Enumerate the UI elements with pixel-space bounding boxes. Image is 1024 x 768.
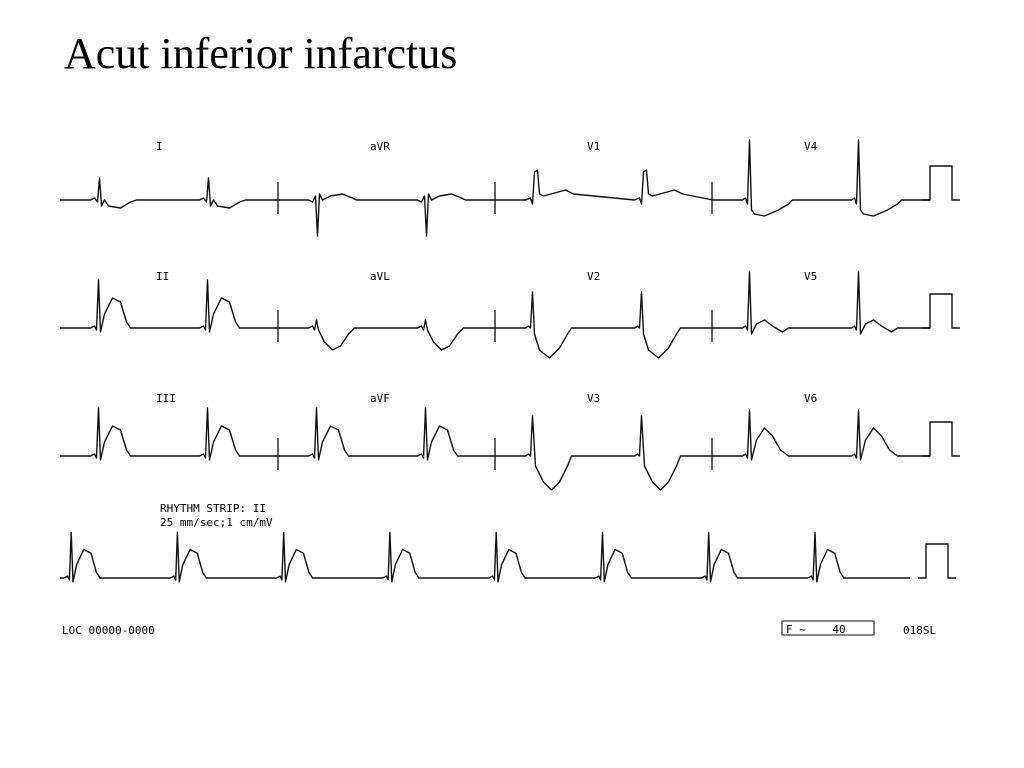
lead-trace-v2 (495, 291, 713, 359)
lead-label-v5: V5 (804, 270, 817, 283)
lead-trace-v4 (712, 139, 930, 217)
calibration-pulse-row-2 (922, 293, 960, 329)
lead-label-v6: V6 (804, 392, 817, 405)
ecg-traces (60, 139, 960, 583)
lead-label-avf: aVF (370, 392, 390, 405)
lead-label-iii: III (156, 392, 176, 405)
footer-filter-box (781, 620, 875, 636)
rhythm-strip-trace (60, 531, 910, 583)
lead-trace-avl (278, 319, 496, 351)
lead-trace-avf (278, 407, 496, 461)
lead-trace-v3 (495, 415, 713, 491)
lead-trace-avr (278, 193, 496, 237)
speed-calibration-text: 25 mm/sec;1 cm/mV (160, 516, 273, 529)
lead-label-ii: II (156, 270, 169, 283)
slide-title: Acut inferior infarctus (64, 29, 458, 78)
footer-filter-text: F ~ 40 (786, 623, 846, 636)
lead-trace-iii (60, 407, 278, 461)
lead-label-i: I (156, 140, 163, 153)
lead-label-v3: V3 (587, 392, 600, 405)
lead-label-v2: V2 (587, 270, 600, 283)
rhythm-strip-label: RHYTHM STRIP: II (160, 502, 266, 515)
lead-trace-v5 (712, 271, 930, 335)
calibration-pulse-rhythm (918, 543, 956, 579)
calibration-pulse-row-1 (922, 165, 960, 201)
lead-trace-v1 (495, 169, 714, 205)
footer-location: LOC 00000-0000 (62, 624, 155, 637)
footer-device-code: 018SL (903, 624, 936, 637)
lead-trace-i (60, 177, 278, 209)
lead-label-v4: V4 (804, 140, 818, 153)
lead-trace-ii (60, 279, 278, 333)
lead-label-avr: aVR (370, 140, 390, 153)
lead-trace-v6 (712, 409, 930, 461)
lead-label-avl: aVL (370, 270, 390, 283)
calibration-pulse-row-3 (922, 421, 960, 457)
lead-label-v1: V1 (587, 140, 600, 153)
